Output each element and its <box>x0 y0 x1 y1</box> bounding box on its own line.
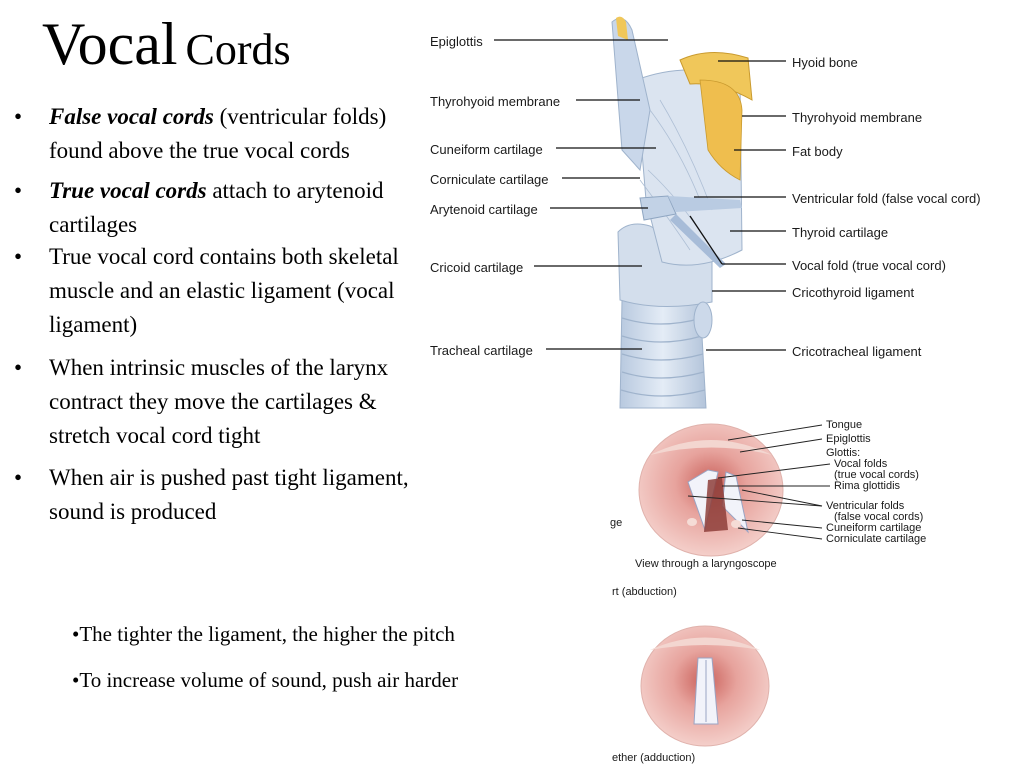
label-false-vocal-cords: (false vocal cords) <box>834 511 923 523</box>
label-cuneiform-cartilage-scope: Cuneiform cartilage <box>826 522 921 534</box>
label-corniculate-cartilage: Corniculate cartilage <box>430 172 549 187</box>
caption-laryngoscope-view: View through a laryngoscope <box>635 558 777 570</box>
fat-body-shape <box>699 79 743 181</box>
label-cuneiform-cartilage: Cuneiform cartilage <box>430 142 543 157</box>
title-word-vocal: Vocal <box>42 11 178 77</box>
label-epiglottis-scope: Epiglottis <box>826 433 871 445</box>
bullet-true-vocal-cords: • True vocal cords attach to arytenoid ca… <box>14 174 409 242</box>
sub-point-volume: •To increase volume of sound, push air h… <box>72 668 459 692</box>
label-vocal-fold: Vocal fold (true vocal cord) <box>792 258 946 273</box>
sub-point-pitch: •The tighter the ligament, the higher th… <box>72 622 455 646</box>
cricothyroid-bump <box>693 301 713 339</box>
label-cricotracheal-ligament: Cricotracheal ligament <box>792 344 922 359</box>
label-arytenoid-cartilage: Arytenoid cartilage <box>430 202 538 217</box>
bullet-marker: • <box>14 465 23 490</box>
leader-line <box>717 463 831 479</box>
laryngoscope-labels: Tongue Epiglottis Glottis: Vocal folds (… <box>610 419 926 598</box>
label-thyrohyoid-membrane-right: Thyrohyoid membrane <box>792 110 922 125</box>
label-cricothyroid-ligament: Cricothyroid ligament <box>792 285 914 300</box>
label-tracheal-cartilage: Tracheal cartilage <box>430 343 533 358</box>
leader-line <box>741 489 823 507</box>
leader-line <box>737 527 823 540</box>
cut-off-label: ge <box>610 517 622 529</box>
bullet-marker: • <box>14 178 23 203</box>
laryngoscope-adduction-figure: ether (adduction) <box>612 625 770 764</box>
label-ventricular-folds: Ventricular folds <box>826 500 905 512</box>
caption-abduction: rt (abduction) <box>612 586 677 598</box>
cricoid-cartilage-shape <box>617 223 713 307</box>
bullet-text: When intrinsic muscles of the larynx con… <box>49 355 389 448</box>
epiglottis-rim <box>650 440 772 455</box>
bullet-emphasis: True vocal cords <box>49 178 207 203</box>
bullet-marker: • <box>14 104 23 129</box>
bullet-text: attach to arytenoid cartilages <box>49 178 384 237</box>
leader-line <box>739 438 823 453</box>
tracheal-rings <box>620 317 706 397</box>
bullet-list: • False vocal cords (ventricular folds) f… <box>14 100 409 529</box>
label-thyroid-cartilage: Thyroid cartilage <box>792 225 888 240</box>
trachea-shape <box>619 299 707 409</box>
title-word-cords: Cords <box>185 25 291 74</box>
rima-glottidis <box>704 478 728 532</box>
bullet-text: True vocal cord contains both skeletal m… <box>49 244 399 337</box>
bullet-intrinsic-muscles: • When intrinsic muscles of the larynx co… <box>14 351 409 453</box>
laryngoscope-abduction-figure <box>638 423 784 557</box>
label-glottis: Glottis: <box>826 447 860 459</box>
epiglottis-shape <box>611 17 651 172</box>
leader-line <box>689 215 723 265</box>
label-corniculate-cartilage-scope: Corniculate cartilage <box>826 533 926 545</box>
epiglottis-rim-closed <box>650 637 760 650</box>
leader-line <box>687 495 823 507</box>
bullet-marker: • <box>14 355 23 380</box>
bullet-marker: • <box>14 244 23 269</box>
larynx-left-labels: Epiglottis Thyrohyoid membrane Cuneiform… <box>430 34 668 358</box>
label-rima-glottidis: Rima glottidis <box>834 480 901 492</box>
cuneiform-bump <box>687 518 697 526</box>
caption-adduction: ether (adduction) <box>612 752 695 764</box>
label-true-vocal-cords: (true vocal cords) <box>834 469 919 481</box>
leader-line <box>741 519 823 529</box>
label-epiglottis: Epiglottis <box>430 34 483 49</box>
bullet-text: (ventricular folds) found above the true… <box>49 104 387 163</box>
vocal-fold-shape <box>670 214 726 268</box>
leader-line <box>727 424 823 441</box>
ventricular-fold-shape <box>668 196 742 212</box>
corniculate-bump <box>731 520 741 528</box>
bullet-sound-produced: • When air is pushed past tight ligament,… <box>14 461 409 529</box>
label-vocal-folds: Vocal folds <box>834 458 888 470</box>
label-fat-body: Fat body <box>792 144 843 159</box>
larynx-sagittal-figure <box>596 12 756 409</box>
label-hyoid-bone: Hyoid bone <box>792 55 858 70</box>
slide-title: Vocal Cords <box>42 14 291 74</box>
bullet-vocal-ligament: • True vocal cord contains both skeletal … <box>14 240 409 342</box>
bullet-emphasis: False vocal cords <box>49 104 214 129</box>
label-thyrohyoid-membrane-left: Thyrohyoid membrane <box>430 94 560 109</box>
bullet-false-vocal-cords: • False vocal cords (ventricular folds) f… <box>14 100 409 168</box>
label-cricoid-cartilage: Cricoid cartilage <box>430 260 523 275</box>
bullet-text: When air is pushed past tight ligament, … <box>49 465 409 524</box>
larynx-right-labels: Hyoid bone Thyrohyoid membrane Fat body … <box>689 55 981 359</box>
epiglottis-yellow-edge <box>616 16 628 40</box>
label-ventricular-fold: Ventricular fold (false vocal cord) <box>792 191 981 206</box>
label-tongue: Tongue <box>826 419 862 431</box>
